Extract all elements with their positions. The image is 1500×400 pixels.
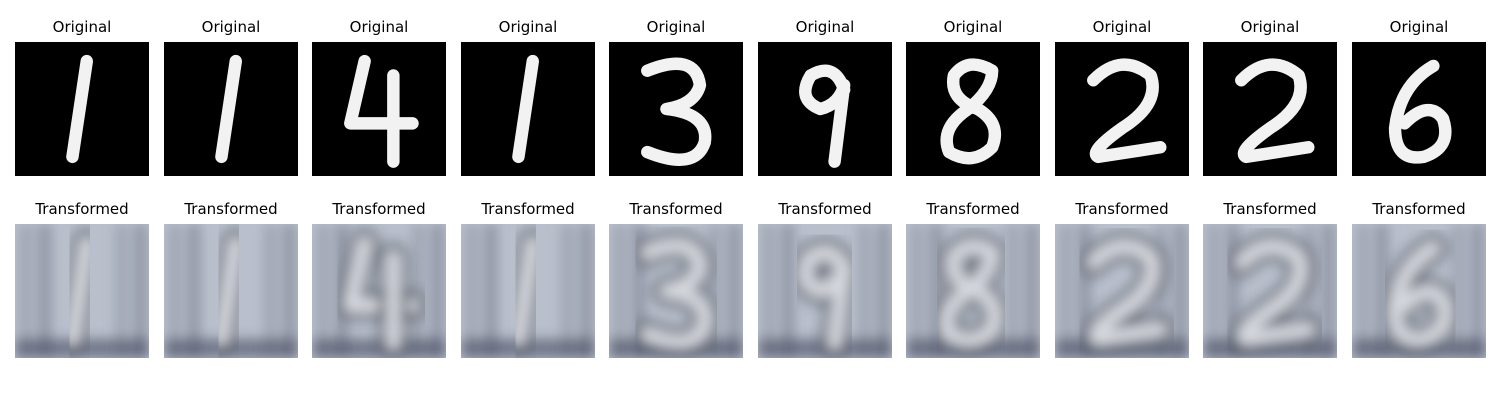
digit-strokes — [504, 228, 548, 354]
original-digit-image — [15, 42, 149, 176]
original-digit-image — [609, 42, 743, 176]
transformed-digit-image — [758, 224, 892, 358]
digit-strokes — [207, 228, 251, 354]
original-digit-image — [758, 42, 892, 176]
original-digit-image — [1203, 42, 1337, 176]
panel-title: Original — [795, 18, 855, 36]
digit-stroke — [940, 58, 1002, 165]
digit-stroke — [215, 54, 243, 164]
digit-strokes — [632, 231, 720, 356]
panel-title: Transformed — [1075, 200, 1169, 218]
transformed-digit-image — [1352, 224, 1486, 358]
digit-stroke — [1388, 59, 1452, 164]
panel-title: Original — [498, 18, 558, 36]
panel-title: Transformed — [629, 200, 723, 218]
panel-title: Transformed — [481, 200, 575, 218]
transformed-digit-image — [1055, 224, 1189, 358]
digit-strokes — [1380, 233, 1460, 354]
transformed-digit-image — [164, 224, 298, 358]
panel-title: Transformed — [926, 200, 1020, 218]
digit-strokes — [58, 228, 102, 354]
transformed-digit-image — [906, 224, 1040, 358]
digit-strokes — [932, 232, 1010, 355]
digit-stroke — [641, 57, 712, 166]
panel-title: Original — [349, 18, 409, 36]
transformed-digit-image — [609, 224, 743, 358]
panel-title: Original — [943, 18, 1003, 36]
original-digit-image — [312, 42, 446, 176]
transformed-digit-image — [1203, 224, 1337, 358]
digit-strokes — [335, 228, 427, 358]
original-digit-image — [906, 42, 1040, 176]
transformed-digit-image — [15, 224, 149, 358]
digit-stroke — [1235, 58, 1315, 164]
original-digit-image — [461, 42, 595, 176]
digit-stroke — [66, 54, 94, 164]
panel-title: Original — [1092, 18, 1152, 36]
panel-title: Original — [646, 18, 706, 36]
panel-title: Original — [1240, 18, 1300, 36]
digit-stroke — [799, 64, 851, 168]
panel-title: Original — [201, 18, 261, 36]
panel-title: Transformed — [1223, 200, 1317, 218]
panel-title: Transformed — [184, 200, 278, 218]
original-digit-image — [1055, 42, 1189, 176]
transformed-digit-image — [312, 224, 446, 358]
digit-strokes — [791, 238, 859, 358]
panel-title: Transformed — [778, 200, 872, 218]
digit-stroke — [512, 54, 540, 164]
panel-title: Original — [1389, 18, 1449, 36]
image-background — [312, 42, 446, 176]
transformed-digit-image — [461, 224, 595, 358]
panel-title: Original — [52, 18, 112, 36]
panel-title: Transformed — [35, 200, 129, 218]
digit-strokes — [1078, 232, 1175, 354]
digit-stroke — [1087, 58, 1167, 164]
panel-title: Transformed — [332, 200, 426, 218]
original-digit-image — [1352, 42, 1486, 176]
digit-strokes — [1226, 232, 1323, 354]
original-digit-image — [164, 42, 298, 176]
panel-title: Transformed — [1372, 200, 1466, 218]
